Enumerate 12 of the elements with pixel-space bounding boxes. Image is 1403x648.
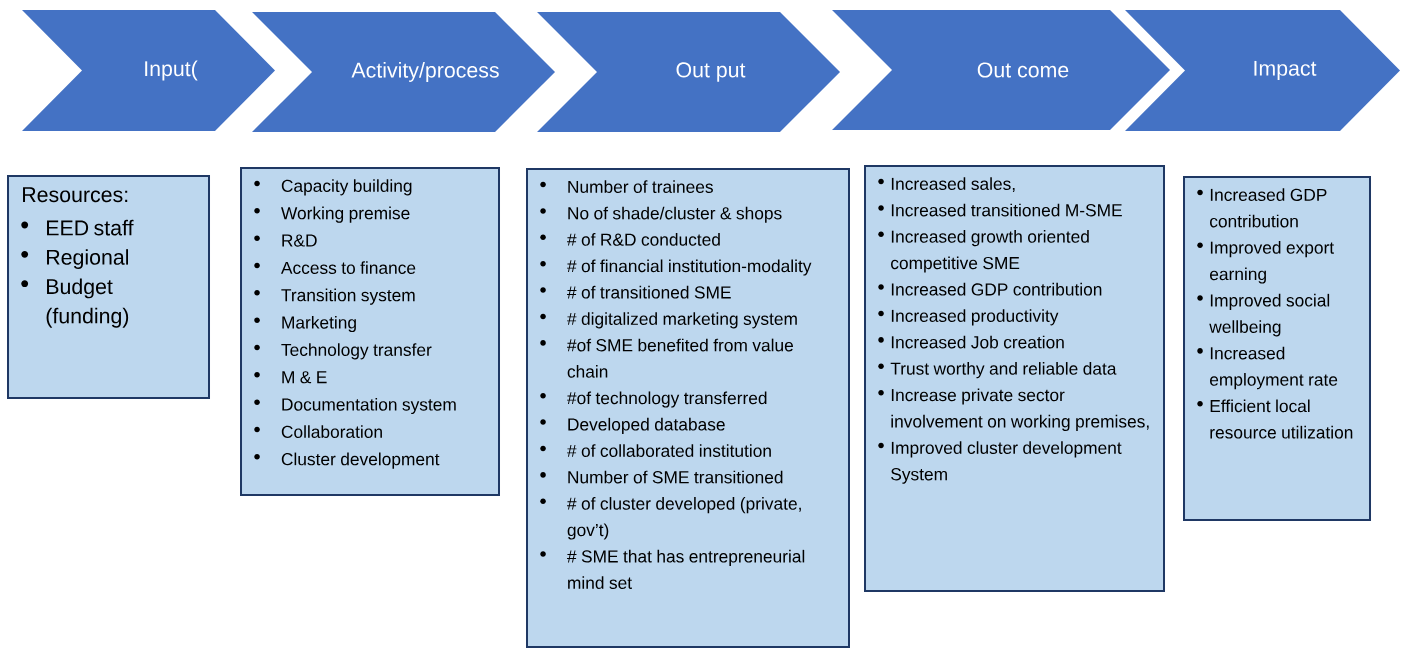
list-box: Capacity building Working premise R&D Access to finance Transition system Marketing Technology transfer M & E Documentation system Collaboration Cluster development bbox=[240, 167, 500, 496]
list-box: Number of trainees No of shade/cluster & shops # of R&D conducted # of financial institution-modality # of transitioned SME # digitalized marketing system #of SME benefited from value chain #of technology transferred Developed database # of collaborated institution Number of SME transitioned # of cluster developed (private, gov’t) # SME that has entrepreneurial mind set bbox=[526, 168, 850, 648]
stage-banner: Impact bbox=[1125, 10, 1400, 131]
list-box: Increased GDP contribution Improved export earning Improved social wellbeing Increased employment rate Efficient local resource utilization bbox=[1183, 176, 1371, 521]
node-label: Out come bbox=[977, 62, 1069, 78]
stage-banner: Input( bbox=[22, 10, 275, 131]
stage-banner: Out come bbox=[832, 10, 1170, 130]
list-box: Resources: EED staff Regional Budget (funding) bbox=[7, 175, 210, 399]
list-box: Increased sales, Increased transitioned M-SME Increased growth oriented competitive SME Increased GDP contribution Increased productivity Increased Job creation Trust worthy and reliable data Increase private sector involvement on working premises, Improved cluster development System bbox=[864, 165, 1165, 592]
stage-banner: Activity/process bbox=[252, 12, 555, 132]
node-label: Impact bbox=[1254, 60, 1317, 81]
stage-banner: Out put bbox=[537, 12, 840, 132]
